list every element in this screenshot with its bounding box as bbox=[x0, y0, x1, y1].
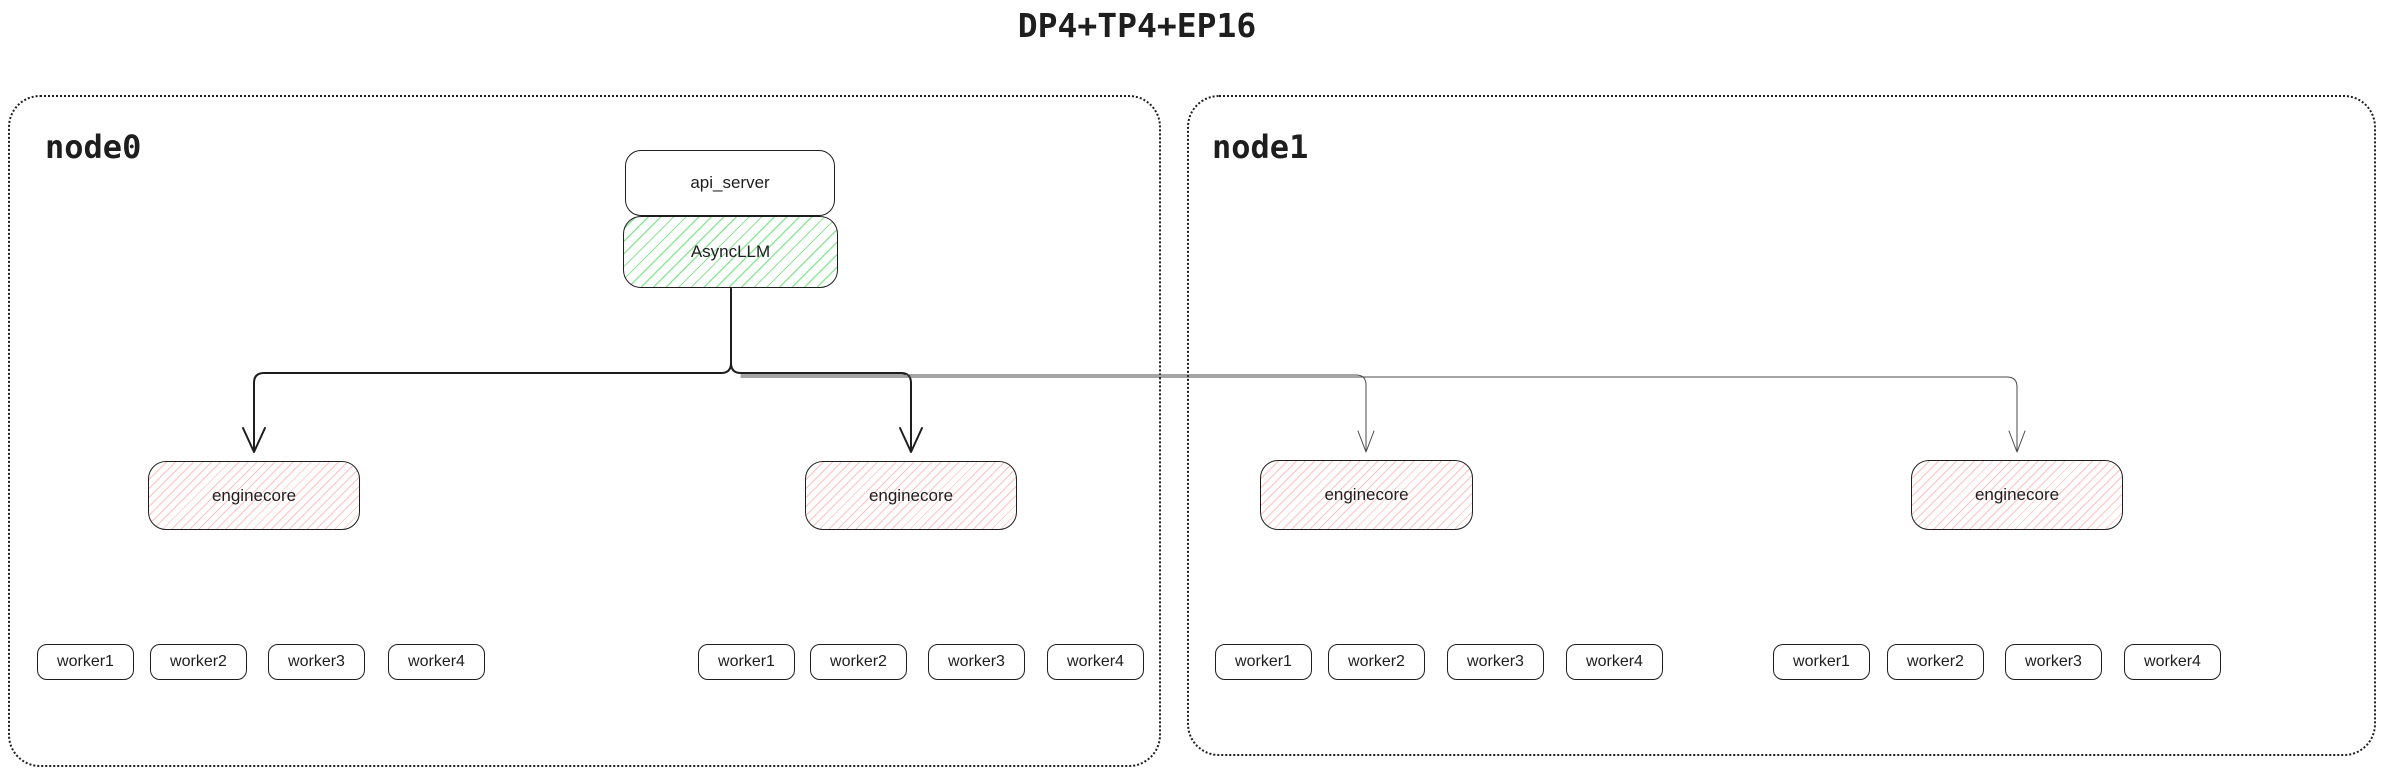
worker-box: worker1 bbox=[698, 644, 795, 680]
worker-box: worker4 bbox=[1566, 644, 1663, 680]
worker-box: worker1 bbox=[1215, 644, 1312, 680]
node1-label: node1 bbox=[1212, 128, 1309, 166]
worker-box: worker4 bbox=[2124, 644, 2221, 680]
enginecore-box-3: enginecore bbox=[1260, 460, 1473, 530]
asyncllm-label: AsyncLLM bbox=[690, 242, 771, 261]
worker-box: worker1 bbox=[1773, 644, 1870, 680]
worker-box: worker2 bbox=[150, 644, 247, 680]
api-server-label: api_server bbox=[690, 173, 770, 192]
worker-box: worker2 bbox=[1887, 644, 1984, 680]
worker-box: worker3 bbox=[2005, 644, 2102, 680]
enginecore-box-4: enginecore bbox=[1911, 460, 2123, 530]
enginecore-label: enginecore bbox=[1324, 485, 1409, 504]
asyncllm-box: AsyncLLM bbox=[623, 216, 838, 288]
enginecore-box-1: enginecore bbox=[148, 461, 360, 530]
worker-box: worker2 bbox=[1328, 644, 1425, 680]
node0-label: node0 bbox=[45, 128, 142, 166]
enginecore-label: enginecore bbox=[1974, 485, 2060, 504]
diagram-title: DP4+TP4+EP16 bbox=[1017, 6, 1257, 45]
enginecore-label: enginecore bbox=[868, 485, 954, 505]
worker-box: worker3 bbox=[928, 644, 1025, 680]
enginecore-label: enginecore bbox=[211, 485, 297, 505]
enginecore-box-2: enginecore bbox=[805, 461, 1017, 530]
worker-box: worker3 bbox=[268, 644, 365, 680]
worker-box: worker4 bbox=[388, 644, 485, 680]
worker-box: worker4 bbox=[1047, 644, 1144, 680]
api-server-box: api_server bbox=[625, 150, 835, 216]
worker-box: worker2 bbox=[810, 644, 907, 680]
worker-box: worker3 bbox=[1447, 644, 1544, 680]
worker-box: worker1 bbox=[37, 644, 134, 680]
